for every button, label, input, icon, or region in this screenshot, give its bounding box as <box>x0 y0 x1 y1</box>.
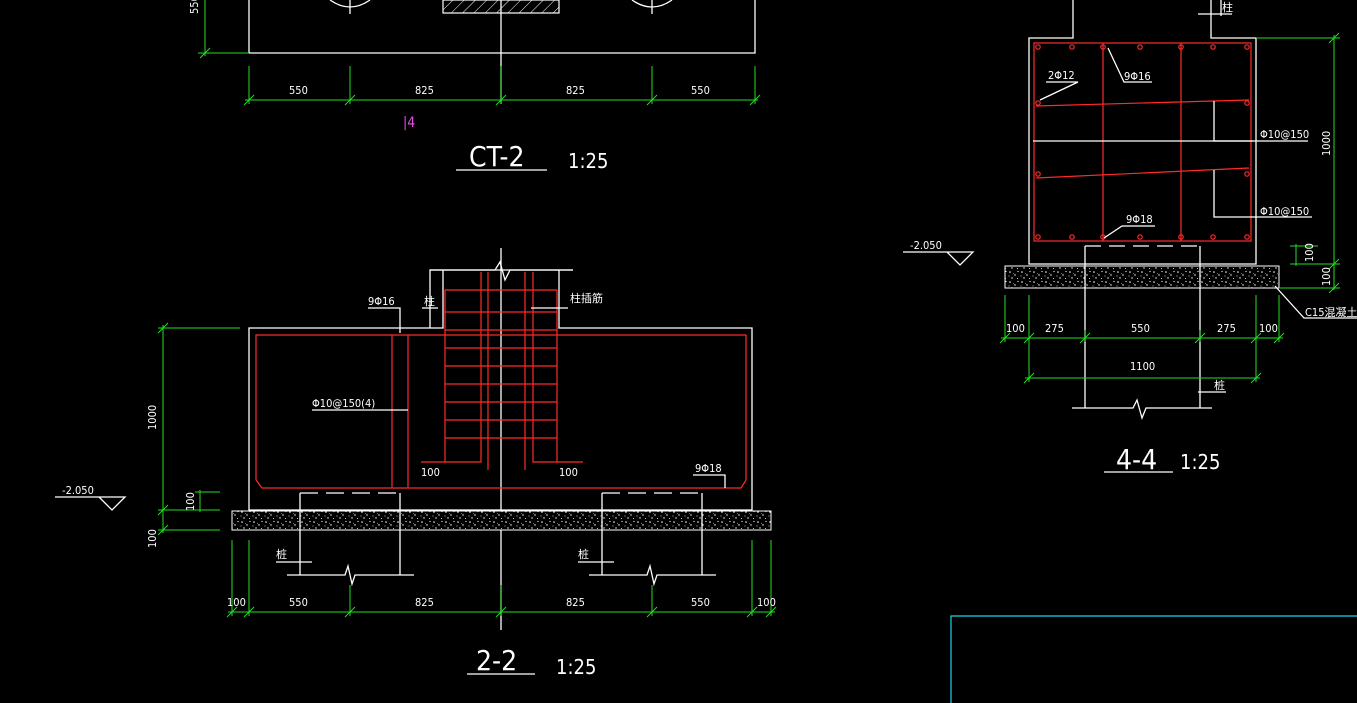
s44-title: 4-4 <box>1116 443 1157 476</box>
s44-note-corner-bar: 2Φ12 <box>1048 69 1075 82</box>
ct2-dim-ticks <box>243 66 761 106</box>
ct2-section-tag: |4 <box>403 115 415 131</box>
ct2-dim-1: 550 <box>289 84 308 97</box>
s22-note-stirrup: Φ10@150(4) <box>312 397 375 410</box>
s22-note-bottom-bar: 9Φ18 <box>695 462 722 475</box>
s44-note-stirrup-upper: Φ10@150 <box>1260 128 1309 141</box>
s44-pile <box>1072 245 1212 421</box>
section-ct2: 550 550 825 825 550 |4 CT-2 1:25 <box>188 0 761 173</box>
s44-total-dim: 1100 <box>1130 360 1155 373</box>
s22-cushion-dim: 100 <box>146 529 159 548</box>
s44-height-dim: 1000 <box>1320 131 1333 156</box>
s22-vdim-tick-1 <box>157 322 169 334</box>
s44-dim-2: 275 <box>1045 322 1064 335</box>
s22-dim-1: 100 <box>227 596 246 609</box>
s22-note-pile-left: 桩 <box>276 547 287 561</box>
s22-note-offset-left: 100 <box>421 466 440 479</box>
s44-cushion <box>1004 265 1280 289</box>
s22-pile-right <box>589 492 716 587</box>
s44-dim-1: 100 <box>1006 322 1025 335</box>
s44-rebar-cage <box>1033 42 1252 242</box>
s44-embed-dim: 100 <box>1303 243 1316 262</box>
s44-leader-top-bar <box>1107 47 1152 83</box>
ct2-dim-2: 825 <box>415 84 434 97</box>
s44-total-dim-tick-1 <box>1023 372 1035 384</box>
s22-dim-ticks <box>226 540 777 618</box>
s44-stirrup-lower <box>1035 167 1250 179</box>
ct2-side-dim-text: 550 <box>188 0 201 14</box>
section-2-2: 9Φ16 柱 柱插筋 Φ10@150(4) 9Φ18 100 100 桩 桩 -… <box>55 248 777 679</box>
s44-leader-corner-bar <box>1039 81 1079 101</box>
s44-cap-outline <box>1028 0 1257 265</box>
section-4-4: 柱 2Φ12 9Φ16 Φ10@150 Φ10@150 <box>903 0 1357 476</box>
s22-cushion <box>231 510 772 531</box>
s44-cushion-dim: 100 <box>1320 267 1333 286</box>
s44-scale: 1:25 <box>1180 450 1220 474</box>
s44-dim-5: 100 <box>1259 322 1278 335</box>
s22-pile-left <box>287 492 414 587</box>
s22-dim-4: 825 <box>566 596 585 609</box>
s44-rebar-dots <box>1035 44 1250 240</box>
s44-note-top-bar: 9Φ16 <box>1124 70 1151 83</box>
s44-note-stirrup-lower: Φ10@150 <box>1260 205 1309 218</box>
s22-note-top-bar: 9Φ16 <box>368 295 395 308</box>
s44-leader-bottom-bar <box>1103 225 1155 239</box>
s22-bottom-rebar <box>255 479 747 489</box>
s22-embed-dim: 100 <box>184 492 197 511</box>
s22-leader-bottom-bar <box>693 474 726 488</box>
s44-level-marker <box>903 251 975 266</box>
s22-dim-2: 550 <box>289 596 308 609</box>
s44-note-pile: 桩 <box>1214 378 1225 392</box>
ct2-dim-4: 550 <box>691 84 710 97</box>
s22-height-dim: 1000 <box>146 405 159 430</box>
drawing-frame-corner <box>950 615 1357 703</box>
s44-leader-stirrup-lower <box>1213 170 1312 218</box>
s22-dim-3: 825 <box>415 596 434 609</box>
s22-column-ties <box>445 289 557 439</box>
s22-top-rebar <box>255 334 747 480</box>
ct2-scale: 1:25 <box>568 149 608 173</box>
s44-dim-4: 275 <box>1217 322 1236 335</box>
s22-level-text: -2.050 <box>62 484 94 497</box>
s22-vdim-tick-2 <box>157 504 169 516</box>
s44-note-cushion: C15混凝土垫层 <box>1305 305 1357 319</box>
s22-break-line <box>430 260 573 282</box>
s22-note-column-bars: 柱插筋 <box>570 291 603 305</box>
s44-level-text: -2.050 <box>910 239 942 252</box>
s44-leader-cushion <box>1274 285 1357 319</box>
s44-vdim-tick-3 <box>1328 282 1340 294</box>
s44-leader-stirrup-upper <box>1213 101 1308 142</box>
s44-dim-3: 550 <box>1131 322 1150 335</box>
ct2-cap-outline <box>248 0 756 54</box>
s22-level-marker <box>55 496 127 511</box>
s44-dim-ticks <box>999 295 1285 382</box>
s44-vdim-tick-2 <box>1328 258 1340 270</box>
s44-stirrup-upper <box>1035 99 1250 107</box>
s44-total-dim-tick-2 <box>1250 372 1262 384</box>
s44-note-bottom-bar: 9Φ18 <box>1126 213 1153 226</box>
s22-dim-5: 550 <box>691 596 710 609</box>
s22-leader-top-bar <box>368 307 401 333</box>
ct2-side-dim-tick <box>199 47 211 59</box>
s22-column-bar-right <box>532 272 583 463</box>
ct2-dim-3: 825 <box>566 84 585 97</box>
s22-vdim-tick-3 <box>157 524 169 536</box>
s22-note-offset-right: 100 <box>559 466 578 479</box>
s22-column-bar-left <box>421 272 482 463</box>
s22-scale: 1:25 <box>556 655 596 679</box>
s22-note-column: 柱 <box>424 294 435 308</box>
s22-dim-6: 100 <box>757 596 776 609</box>
s44-note-column: 柱 <box>1222 0 1233 14</box>
s22-title: 2-2 <box>476 644 517 677</box>
s22-note-pile-right: 桩 <box>578 547 589 561</box>
s44-vdim-tick-1 <box>1328 32 1340 44</box>
ct2-title: CT-2 <box>469 140 525 173</box>
